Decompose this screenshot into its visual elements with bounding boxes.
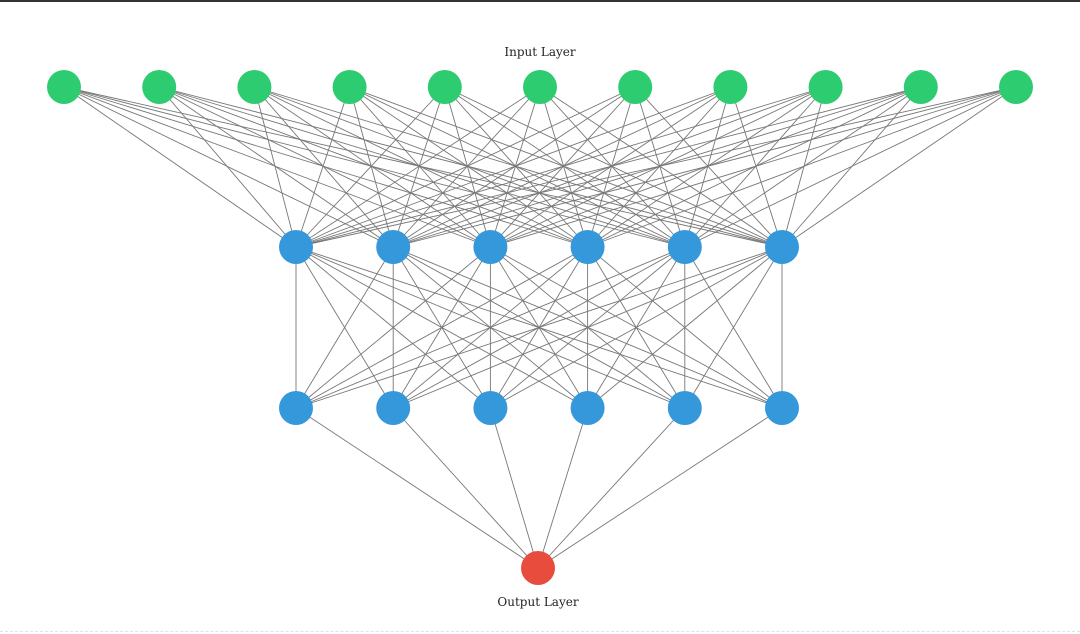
connection-edge bbox=[781, 86, 827, 248]
hidden-neuron bbox=[376, 391, 411, 425]
connection-edge bbox=[490, 86, 1017, 248]
connection-edge bbox=[444, 86, 783, 248]
top-border bbox=[0, 0, 1080, 2]
hidden-neuron bbox=[473, 230, 508, 264]
connection-edge bbox=[684, 86, 1017, 248]
connection-edge bbox=[295, 246, 491, 409]
bottom-border bbox=[0, 631, 1080, 632]
neurons bbox=[47, 70, 1033, 585]
connection-edge bbox=[63, 86, 394, 248]
connection-edge bbox=[537, 407, 686, 569]
connection-edge bbox=[254, 86, 394, 248]
connection-edge bbox=[393, 246, 783, 409]
connection-edge bbox=[295, 86, 731, 248]
connection-edge bbox=[295, 246, 783, 409]
connection-edge bbox=[489, 86, 541, 248]
input-neuron bbox=[713, 70, 748, 104]
connection-edge bbox=[444, 86, 491, 248]
input-neuron bbox=[427, 70, 462, 104]
input-neuron bbox=[237, 70, 272, 104]
connection-edge bbox=[444, 86, 686, 248]
connection-edge bbox=[295, 246, 685, 409]
hidden-neuron bbox=[667, 391, 702, 425]
connection-edge bbox=[63, 86, 297, 248]
input-neuron bbox=[808, 70, 843, 104]
connection-edge bbox=[254, 86, 685, 248]
connection-edge bbox=[781, 86, 1017, 248]
connection-edge bbox=[295, 86, 1017, 248]
connection-edge bbox=[295, 86, 636, 248]
connection-edge bbox=[349, 86, 491, 248]
connection-edge bbox=[634, 86, 686, 248]
connection-edge bbox=[253, 86, 297, 248]
connection-edge bbox=[63, 86, 491, 248]
connection-edge bbox=[349, 86, 783, 248]
connection-edge bbox=[537, 407, 589, 569]
connection-edge bbox=[392, 407, 539, 569]
connection-edge bbox=[295, 86, 446, 248]
connection-edge bbox=[490, 246, 783, 409]
input-neuron bbox=[332, 70, 367, 104]
hidden-neuron bbox=[570, 391, 605, 425]
connection-edge bbox=[392, 86, 446, 248]
connection-edge bbox=[295, 407, 539, 569]
hidden-neuron bbox=[279, 391, 313, 425]
connection-edge bbox=[295, 86, 541, 248]
connection-edge bbox=[539, 86, 686, 248]
input-neuron bbox=[618, 70, 653, 104]
connection-edge bbox=[729, 86, 783, 248]
connection-edge bbox=[295, 246, 588, 409]
hidden-neuron bbox=[279, 230, 313, 264]
connection-edge bbox=[254, 86, 491, 248]
connection-edge bbox=[537, 407, 783, 569]
connection-edge bbox=[393, 86, 1017, 248]
output-layer-label: Output Layer bbox=[497, 595, 578, 609]
connection-edge bbox=[587, 246, 783, 409]
connection-edge bbox=[587, 86, 1017, 248]
output-neuron bbox=[521, 551, 555, 585]
connection-edge bbox=[158, 86, 394, 248]
hidden-neuron bbox=[765, 391, 799, 425]
input-neuron bbox=[903, 70, 938, 104]
hidden-neuron bbox=[570, 230, 605, 264]
input-neuron bbox=[142, 70, 177, 104]
connection-edge bbox=[159, 86, 588, 248]
input-neuron bbox=[999, 70, 1033, 104]
connections bbox=[63, 86, 1017, 569]
connection-edge bbox=[349, 86, 588, 248]
connection-edge bbox=[444, 86, 588, 248]
hidden-neuron bbox=[667, 230, 702, 264]
hidden-neuron bbox=[473, 391, 508, 425]
connection-edge bbox=[349, 86, 685, 248]
connection-edge bbox=[295, 86, 351, 248]
input-neuron bbox=[523, 70, 557, 104]
hidden-neuron bbox=[376, 230, 411, 264]
connection-edge bbox=[295, 86, 921, 248]
hidden-neuron bbox=[765, 230, 799, 264]
connection-edge bbox=[295, 246, 394, 409]
connection-edge bbox=[587, 86, 636, 248]
connection-edge bbox=[254, 86, 588, 248]
connection-edge bbox=[684, 246, 783, 409]
input-neuron bbox=[47, 70, 81, 104]
connection-edge bbox=[684, 86, 731, 248]
connection-edge bbox=[158, 86, 297, 248]
connection-edge bbox=[349, 86, 394, 248]
connection-edge bbox=[539, 86, 783, 248]
connection-edge bbox=[634, 86, 783, 248]
input-layer-label: Input Layer bbox=[504, 45, 576, 59]
connection-edge bbox=[159, 86, 491, 248]
connection-edge bbox=[295, 86, 826, 248]
connection-edge bbox=[539, 86, 589, 248]
connection-edge bbox=[489, 407, 539, 569]
